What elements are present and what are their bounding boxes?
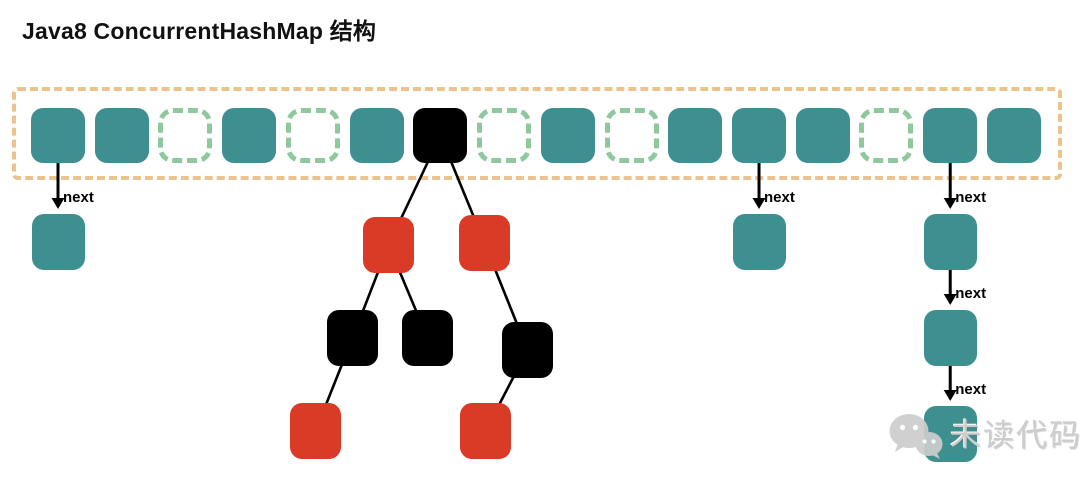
bucket-cell-6-tree_bin [413, 108, 468, 163]
bucket-cell-12-occupied [795, 108, 850, 163]
bucket-cell-1-occupied [94, 108, 149, 163]
bucket-cell-9-empty [604, 108, 659, 163]
bucket-cell-0-occupied [31, 108, 85, 163]
watermark: 未读代码 [886, 402, 1080, 466]
next-arrow-label: next [955, 381, 986, 398]
hash-table-array-border [12, 87, 1062, 180]
bucket-cell-15-occupied [986, 108, 1041, 163]
tree-node-black [327, 310, 378, 366]
wechat-icon [889, 414, 943, 459]
next-arrow-label: next [764, 189, 795, 206]
list-node [732, 214, 786, 270]
bucket-cell-5-occupied [349, 108, 404, 163]
tree-node-black [502, 322, 553, 378]
next-arrowhead [51, 198, 65, 209]
next-arrowhead [943, 390, 957, 401]
page-title: Java8 ConcurrentHashMap 结构 [22, 18, 377, 44]
bucket-cell-2-empty [158, 108, 213, 163]
tree-node-red [459, 215, 510, 271]
bucket-cell-4-empty [285, 108, 340, 163]
next-arrowhead [943, 294, 957, 305]
tree-node-red [290, 403, 341, 459]
bucket-cell-10-occupied [668, 108, 723, 163]
list-node [31, 214, 85, 270]
bucket-cell-13-empty [859, 108, 914, 163]
watermark-text: 未读代码 [950, 418, 1080, 453]
bucket-cell-8-occupied [540, 108, 595, 163]
next-arrowhead [752, 198, 766, 209]
bucket-cell-3-occupied [222, 108, 277, 163]
bucket-cell-7-empty [477, 108, 532, 163]
tree-node-black [402, 310, 453, 366]
list-node [923, 310, 977, 366]
bucket-cell-14-occupied [923, 108, 978, 163]
list-node [923, 214, 977, 270]
next-arrowhead [943, 198, 957, 209]
tree-node-red [460, 403, 511, 459]
next-arrow-label: next [955, 189, 986, 206]
tree-node-red [363, 217, 414, 273]
next-arrow-label: next [63, 189, 94, 206]
next-arrow-label: next [955, 285, 986, 302]
bucket-cell-11-occupied [732, 108, 787, 163]
